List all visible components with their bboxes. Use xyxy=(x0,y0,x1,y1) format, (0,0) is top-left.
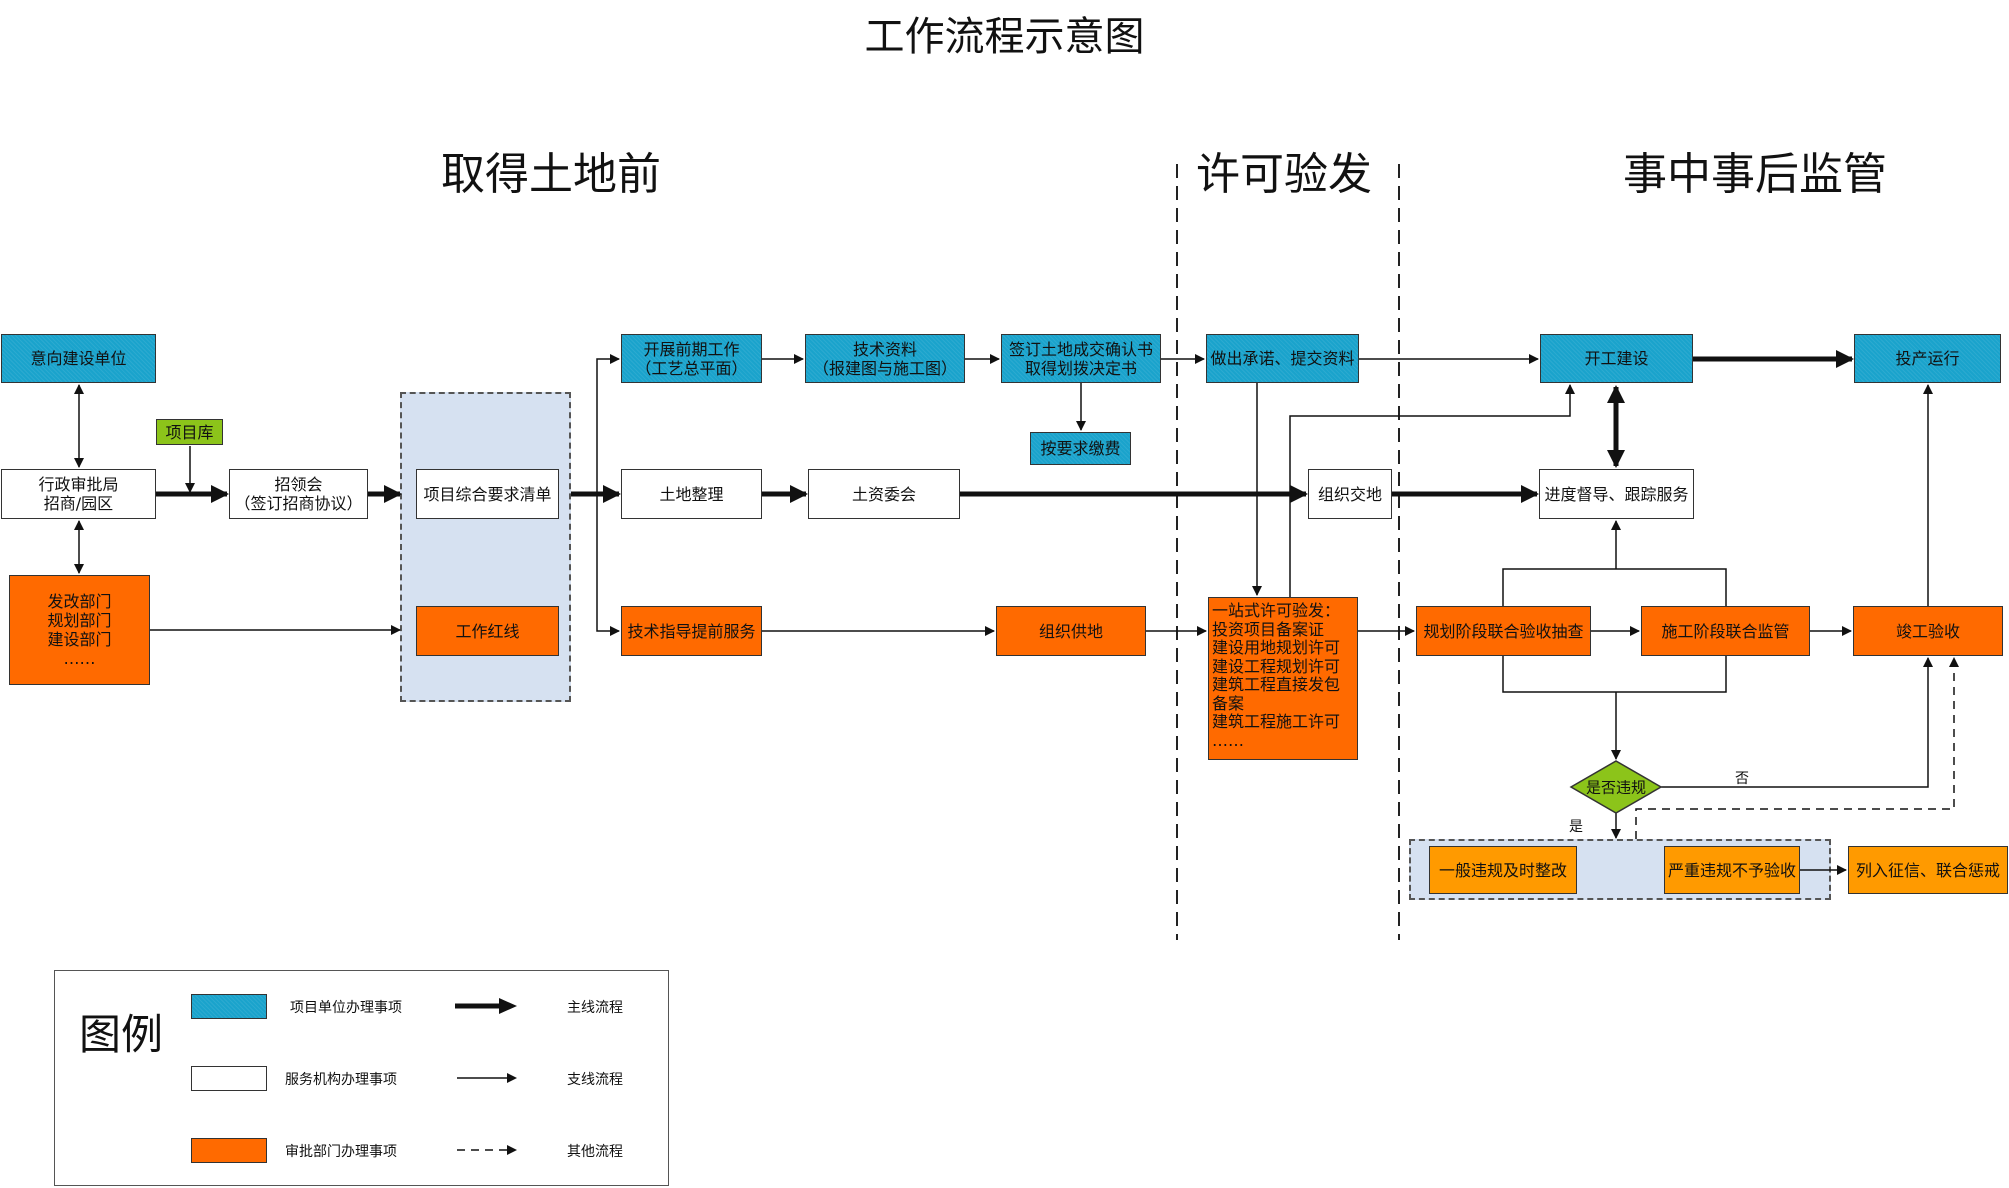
edge-check-no xyxy=(1661,657,1933,788)
edge-group-prelim xyxy=(596,354,620,494)
node-recruit-meeting: 招领会 （签订招商协议） xyxy=(229,469,368,519)
legend-title: 图例 xyxy=(79,1010,164,1059)
node-tech-guidance: 技术指导提前服务 xyxy=(621,606,762,656)
node-construction-supervision: 施工阶段联合监管 xyxy=(1641,606,1810,656)
node-project-pool: 项目库 xyxy=(156,419,223,445)
edge-frame-top xyxy=(1502,568,1727,606)
node-planning-inspection: 规划阶段联合验收抽查 xyxy=(1416,606,1591,656)
edge-frame-bottom xyxy=(1502,656,1727,693)
node-serious-violation: 严重违规不予验收 xyxy=(1664,846,1800,894)
legend-label-approval-dept: 审批部门办理事项 xyxy=(285,1144,397,1160)
legend-label-service-agency: 服务机构办理事项 xyxy=(285,1072,397,1088)
node-operation: 投产运行 xyxy=(1854,334,2001,383)
section-header-pre-land: 取得土地前 xyxy=(441,149,661,200)
node-departments: 发改部门 规划部门 建设部门 …… xyxy=(9,575,150,685)
legend-line-main xyxy=(455,998,517,1014)
node-tech-materials: 技术资料 （报建图与施工图） xyxy=(805,334,965,383)
node-start-construction: 开工建设 xyxy=(1540,334,1693,383)
node-land-handover: 组织交地 xyxy=(1308,469,1392,519)
node-commitment: 做出承诺、提交资料 xyxy=(1206,334,1359,383)
diagram-title: 工作流程示意图 xyxy=(864,14,1145,60)
node-credit-punish: 列入征信、联合惩戒 xyxy=(1848,846,2008,894)
node-work-redline: 工作红线 xyxy=(416,606,559,656)
node-sign-land: 签订土地成交确认书 取得划拨决定书 xyxy=(1001,334,1161,383)
legend-line-label-other: 其他流程 xyxy=(567,1144,623,1160)
node-land-committee: 土资委会 xyxy=(808,469,960,519)
node-minor-violation: 一般违规及时整改 xyxy=(1429,846,1577,894)
decision-diamond xyxy=(1569,760,1663,814)
section-header-permit: 许可验发 xyxy=(1196,149,1372,200)
legend-swatch-project-unit xyxy=(191,994,267,1019)
legend-swatch-approval-dept xyxy=(191,1138,267,1163)
edge-group-tech xyxy=(596,494,620,636)
node-land-arrangement: 土地整理 xyxy=(621,469,762,519)
edge-onestop-start xyxy=(1289,384,1575,597)
node-completion-acceptance: 竣工验收 xyxy=(1853,606,2003,656)
legend: 图例 项目单位办理事项 主线流程 服务机构办理事项 支线流程 审批部门办理事项 … xyxy=(54,970,669,1186)
node-admin-bureau: 行政审批局 招商/园区 xyxy=(1,469,156,519)
node-violation-check: 是否违规 xyxy=(1585,778,1647,797)
legend-line-branch xyxy=(457,1073,517,1083)
legend-line-label-branch: 支线流程 xyxy=(567,1072,623,1088)
legend-swatch-service-agency xyxy=(191,1066,267,1091)
edge-label-no: 否 xyxy=(1735,771,1749,787)
legend-line-other xyxy=(457,1145,517,1155)
node-intended-builder: 意向建设单位 xyxy=(1,334,156,383)
node-one-stop-permit: 一站式许可验发： 投资项目备案证 建设用地规划许可 建设工程规划许可 建筑工程直… xyxy=(1208,597,1358,760)
node-organize-supply: 组织供地 xyxy=(996,606,1146,656)
node-progress-supervision: 进度督导、跟踪服务 xyxy=(1539,469,1694,519)
node-preliminary-work: 开展前期工作 （工艺总平面） xyxy=(621,334,762,383)
edge-group-completion-dashed xyxy=(1635,657,1959,839)
edge-label-yes: 是 xyxy=(1569,819,1583,835)
legend-label-project-unit: 项目单位办理事项 xyxy=(290,1000,402,1016)
section-header-supervision: 事中事后监管 xyxy=(1623,149,1887,200)
node-requirement-list: 项目综合要求清单 xyxy=(416,469,559,519)
legend-line-label-main: 主线流程 xyxy=(567,1000,623,1016)
node-pay-fees: 按要求缴费 xyxy=(1030,432,1131,465)
